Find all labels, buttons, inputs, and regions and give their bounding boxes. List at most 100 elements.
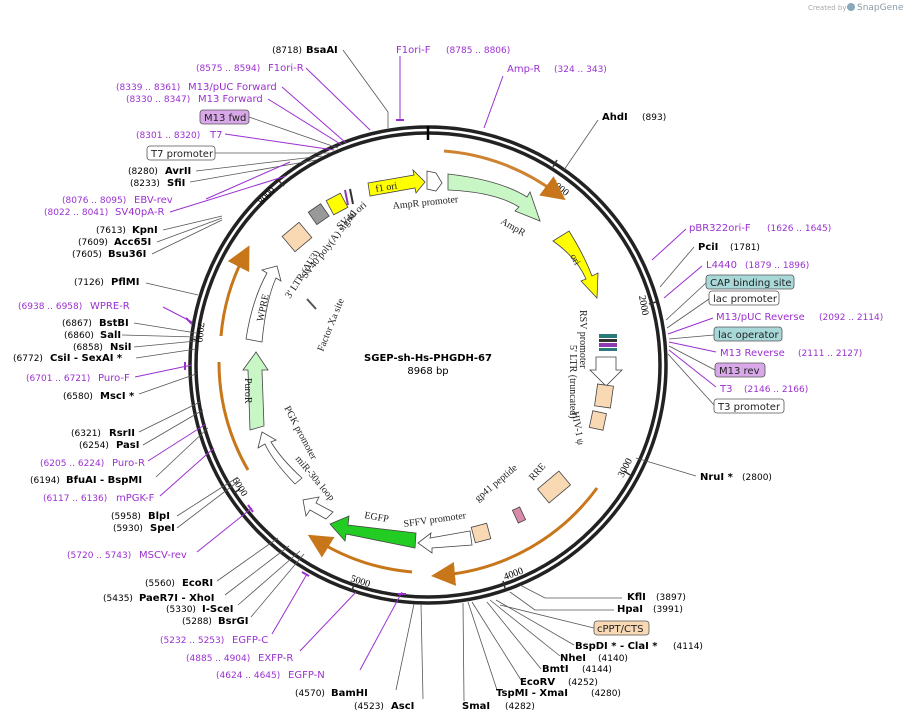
- lac-promoter-box[interactable]: lac promoter: [666, 290, 780, 329]
- enzyme-smai[interactable]: SmaI (4282): [462, 602, 535, 712]
- sv40-polya-feature[interactable]: [307, 203, 330, 226]
- enzyme-blpi[interactable]: (5958) BlpI: [111, 476, 239, 522]
- primer-wpre-r[interactable]: (6938 .. 6958) WPRE-R: [18, 301, 193, 325]
- enzyme-kfli[interactable]: KflI (3897): [519, 584, 686, 603]
- enzyme-nrui[interactable]: NruI * (2800): [635, 457, 772, 483]
- enzyme-bmti[interactable]: BmtI (4144): [486, 601, 612, 675]
- enzyme-bamhi[interactable]: (4570) BamHI: [295, 603, 415, 699]
- m13-fwd-box[interactable]: M13 fwd: [199, 109, 339, 149]
- m13-rev-box[interactable]: M13 rev: [668, 345, 766, 378]
- enzyme-i-scei[interactable]: (5330) I-SceI: [166, 550, 301, 615]
- enzyme-pcii[interactable]: PciI (1781): [659, 242, 760, 288]
- f1-ori-feature[interactable]: [367, 168, 426, 197]
- primer-l4440[interactable]: L4440 (1879 .. 1896): [663, 260, 809, 299]
- enzyme-spei[interactable]: (5930) SpeI: [113, 479, 241, 534]
- svg-text:(8718): (8718): [272, 46, 302, 56]
- svg-text:AvrII: AvrII: [165, 166, 191, 177]
- primer-exfp-r[interactable]: (4885 .. 4904) EXFP-R: [186, 591, 357, 664]
- egfp-feature[interactable]: [329, 515, 417, 549]
- rsv-promoter-feature[interactable]: [589, 356, 623, 387]
- svg-text:(6858): (6858): [73, 343, 103, 353]
- svg-text:BmtI: BmtI: [542, 664, 569, 675]
- t3-promoter-box[interactable]: T3 promoter: [667, 353, 785, 414]
- rre-feature[interactable]: [536, 470, 572, 504]
- lac-operator-box[interactable]: lac operator: [668, 326, 783, 342]
- enzyme-nsii[interactable]: (6858) NsiI: [73, 340, 197, 353]
- enzyme-bsaai[interactable]: (8718) BsaAI: [272, 45, 389, 128]
- primer-amp-r[interactable]: Amp-R (324 .. 343): [483, 64, 607, 129]
- enzyme-msci[interactable]: (6580) MscI *: [63, 373, 197, 402]
- primer-egfp-c[interactable]: (5232 .. 5253) EGFP-C: [160, 571, 310, 646]
- enzyme-bsrgi[interactable]: (5288) BsrGI: [182, 553, 305, 627]
- enzyme-sfii[interactable]: (8233) SfiI: [130, 159, 317, 189]
- primer-mpgk-f[interactable]: (6117 .. 6136) mPGK-F: [43, 447, 215, 504]
- enzyme-pasi[interactable]: (6254) PasI: [79, 409, 204, 451]
- svg-text:SfiI: SfiI: [167, 178, 185, 189]
- wpre-feature[interactable]: [245, 265, 282, 343]
- enzyme-bsu36i[interactable]: (7605) Bsu36I: [72, 219, 223, 260]
- primer-pbr322ori-f[interactable]: pBR322ori-F (1626 .. 1645): [651, 223, 831, 261]
- enzyme-acc65i[interactable]: (7609) Acc65I: [78, 217, 223, 248]
- svg-text:(6701 .. 6721): (6701 .. 6721): [26, 374, 90, 384]
- factor-xa-feature[interactable]: [306, 298, 317, 310]
- enzyme-bstbi[interactable]: (6867) BstBI: [62, 318, 197, 334]
- primer-mscv-rev[interactable]: (5720 .. 5743) MSCV-rev: [67, 504, 254, 561]
- enzyme-bspdi-clai[interactable]: BspDI * - ClaI * (4114): [495, 599, 703, 652]
- puror-feature[interactable]: [242, 351, 269, 431]
- svg-text:NruI *: NruI *: [700, 472, 734, 483]
- t7-promoter-box[interactable]: T7 promoter: [146, 145, 330, 161]
- cppt-feature[interactable]: [470, 522, 492, 544]
- primer-t7[interactable]: (8301 .. 8320) T7: [136, 130, 335, 151]
- primer-puro-r[interactable]: (6205 .. 6224) Puro-R: [40, 423, 207, 469]
- enzyme-ecorv[interactable]: EcoRV (4252): [471, 601, 598, 688]
- enzyme-sali[interactable]: (6860) SalI: [64, 330, 197, 341]
- ampr-promoter-feature[interactable]: [426, 170, 443, 192]
- cppt-cts-box[interactable]: cPPT/CTS: [499, 604, 650, 636]
- svg-text:NheI: NheI: [560, 653, 586, 664]
- enzyme-pflmi[interactable]: (7126) PflMI: [74, 277, 199, 296]
- primer-m13-puc-forward[interactable]: (8339 .. 8361) M13/pUC Forward: [116, 82, 347, 144]
- primer-puro-f[interactable]: (6701 .. 6721) Puro-F: [26, 362, 193, 384]
- enzyme-tspmi-xmai[interactable]: TspMI - XmaI (4280): [467, 601, 621, 699]
- rre-label: RRE: [527, 461, 548, 483]
- primer-t3[interactable]: T3 (2146 .. 2166): [668, 349, 808, 395]
- svg-text:RsrII: RsrII: [109, 428, 135, 439]
- enzyme-nhei[interactable]: NheI (4140): [489, 599, 628, 664]
- svg-text:(4280): (4280): [591, 689, 621, 699]
- three-ltr-feature[interactable]: [281, 221, 313, 253]
- ampr-feature[interactable]: [447, 173, 541, 222]
- svg-text:MscI *: MscI *: [100, 391, 135, 402]
- enzyme-asci[interactable]: (4523) AscI: [354, 603, 424, 712]
- enzyme-csii-sexai[interactable]: (6772) CsiI - SexAI *: [13, 348, 197, 364]
- primer-ebv-rev[interactable]: (8076 .. 8095) EBV-rev: [62, 161, 291, 206]
- enzyme-bfuai-bspmi[interactable]: (6194) BfuAI - BspMI: [30, 427, 209, 486]
- sffv-promoter-feature[interactable]: [417, 530, 473, 554]
- primer-m13-reverse[interactable]: M13 Reverse (2111 .. 2127): [668, 341, 862, 359]
- enzyme-kpni[interactable]: (7613) KpnI: [96, 215, 223, 236]
- svg-text:TspMI - XmaI: TspMI - XmaI: [496, 688, 568, 699]
- pgk-promoter-feature[interactable]: [257, 431, 303, 485]
- primer-f1ori-f[interactable]: F1ori-F (8785 .. 8806): [396, 45, 510, 121]
- primer-egfp-n[interactable]: (4624 .. 4645) EGFP-N: [216, 591, 406, 681]
- ampr-label: AmpR: [499, 216, 528, 239]
- primer-f1ori-r[interactable]: (8575 .. 8594) F1ori-R: [196, 63, 371, 131]
- sv40-ori-feature[interactable]: [325, 192, 349, 216]
- hiv-psi-feature[interactable]: [588, 410, 607, 431]
- svg-text:(8330 .. 8347): (8330 .. 8347): [126, 95, 190, 105]
- primer-sv40pa-r[interactable]: (8022 .. 8041) SV40pA-R: [44, 175, 287, 218]
- hiv-psi-label: HIV-1 ψ: [569, 411, 586, 447]
- enzyme-avrii[interactable]: (8280) AvrII: [128, 155, 323, 177]
- primer-m13-puc-reverse[interactable]: M13/pUC Reverse (2092 .. 2114): [667, 312, 883, 335]
- five-ltr-feature[interactable]: [594, 383, 614, 409]
- primer-m13-forward[interactable]: (8330 .. 8347) M13 Forward: [126, 94, 343, 146]
- svg-text:(6772): (6772): [13, 354, 43, 364]
- mir30a-loop-feature[interactable]: [302, 496, 334, 520]
- enzyme-ahdi[interactable]: AhdI (893): [563, 112, 666, 171]
- enzyme-rsrii[interactable]: (6321) RsrII: [71, 401, 201, 439]
- enzyme-paer7i-xhoi[interactable]: (5435) PaeR7I - XhoI: [103, 545, 290, 604]
- ori-feature[interactable]: [552, 230, 599, 299]
- enzyme-hpai[interactable]: HpaI (3991): [509, 591, 683, 615]
- enzyme-ecori[interactable]: (5560) EcoRI: [145, 537, 279, 589]
- gp41-feature[interactable]: [511, 506, 527, 524]
- cap-binding-site[interactable]: CAP binding site: [665, 274, 795, 321]
